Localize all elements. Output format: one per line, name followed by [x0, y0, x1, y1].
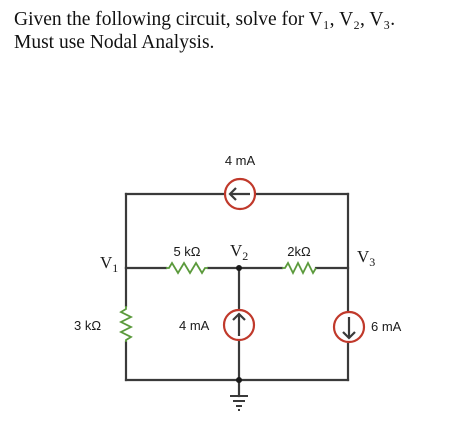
arrow-up-icon: [232, 312, 246, 336]
resistor-3k: [118, 306, 134, 342]
arrow-left-icon: [228, 187, 250, 201]
junction-dot: [236, 377, 242, 383]
center-current-source: [222, 308, 256, 342]
node-v2-label: V2: [230, 241, 248, 263]
resistor-5k: [166, 261, 208, 275]
junction-dot: [236, 265, 242, 271]
right-source-label: 6 mA: [371, 319, 402, 334]
problem-statement: Given the following circuit, solve for V…: [14, 8, 395, 54]
node-v3-label: V3: [357, 247, 375, 269]
ground-icon: [230, 395, 248, 411]
problem-line-1: Given the following circuit, solve for V…: [14, 9, 396, 30]
junction-dots: [236, 265, 242, 383]
resistor-2k-label: 2kΩ: [287, 244, 311, 259]
resistor-3k-label: 3 kΩ: [74, 318, 101, 333]
wires: [124, 192, 350, 398]
center-source-label: 4 mA: [179, 318, 210, 333]
right-current-source: [332, 310, 366, 344]
arrow-down-icon: [342, 317, 356, 340]
resistor-5k-label: 5 kΩ: [173, 244, 200, 259]
top-source-label: 4 mA: [225, 153, 256, 168]
problem-line-2: Must use Nodal Analysis.: [14, 32, 215, 53]
top-current-source: [223, 177, 257, 211]
node-v1-label: V1: [100, 253, 118, 275]
resistor-2k: [282, 260, 317, 276]
